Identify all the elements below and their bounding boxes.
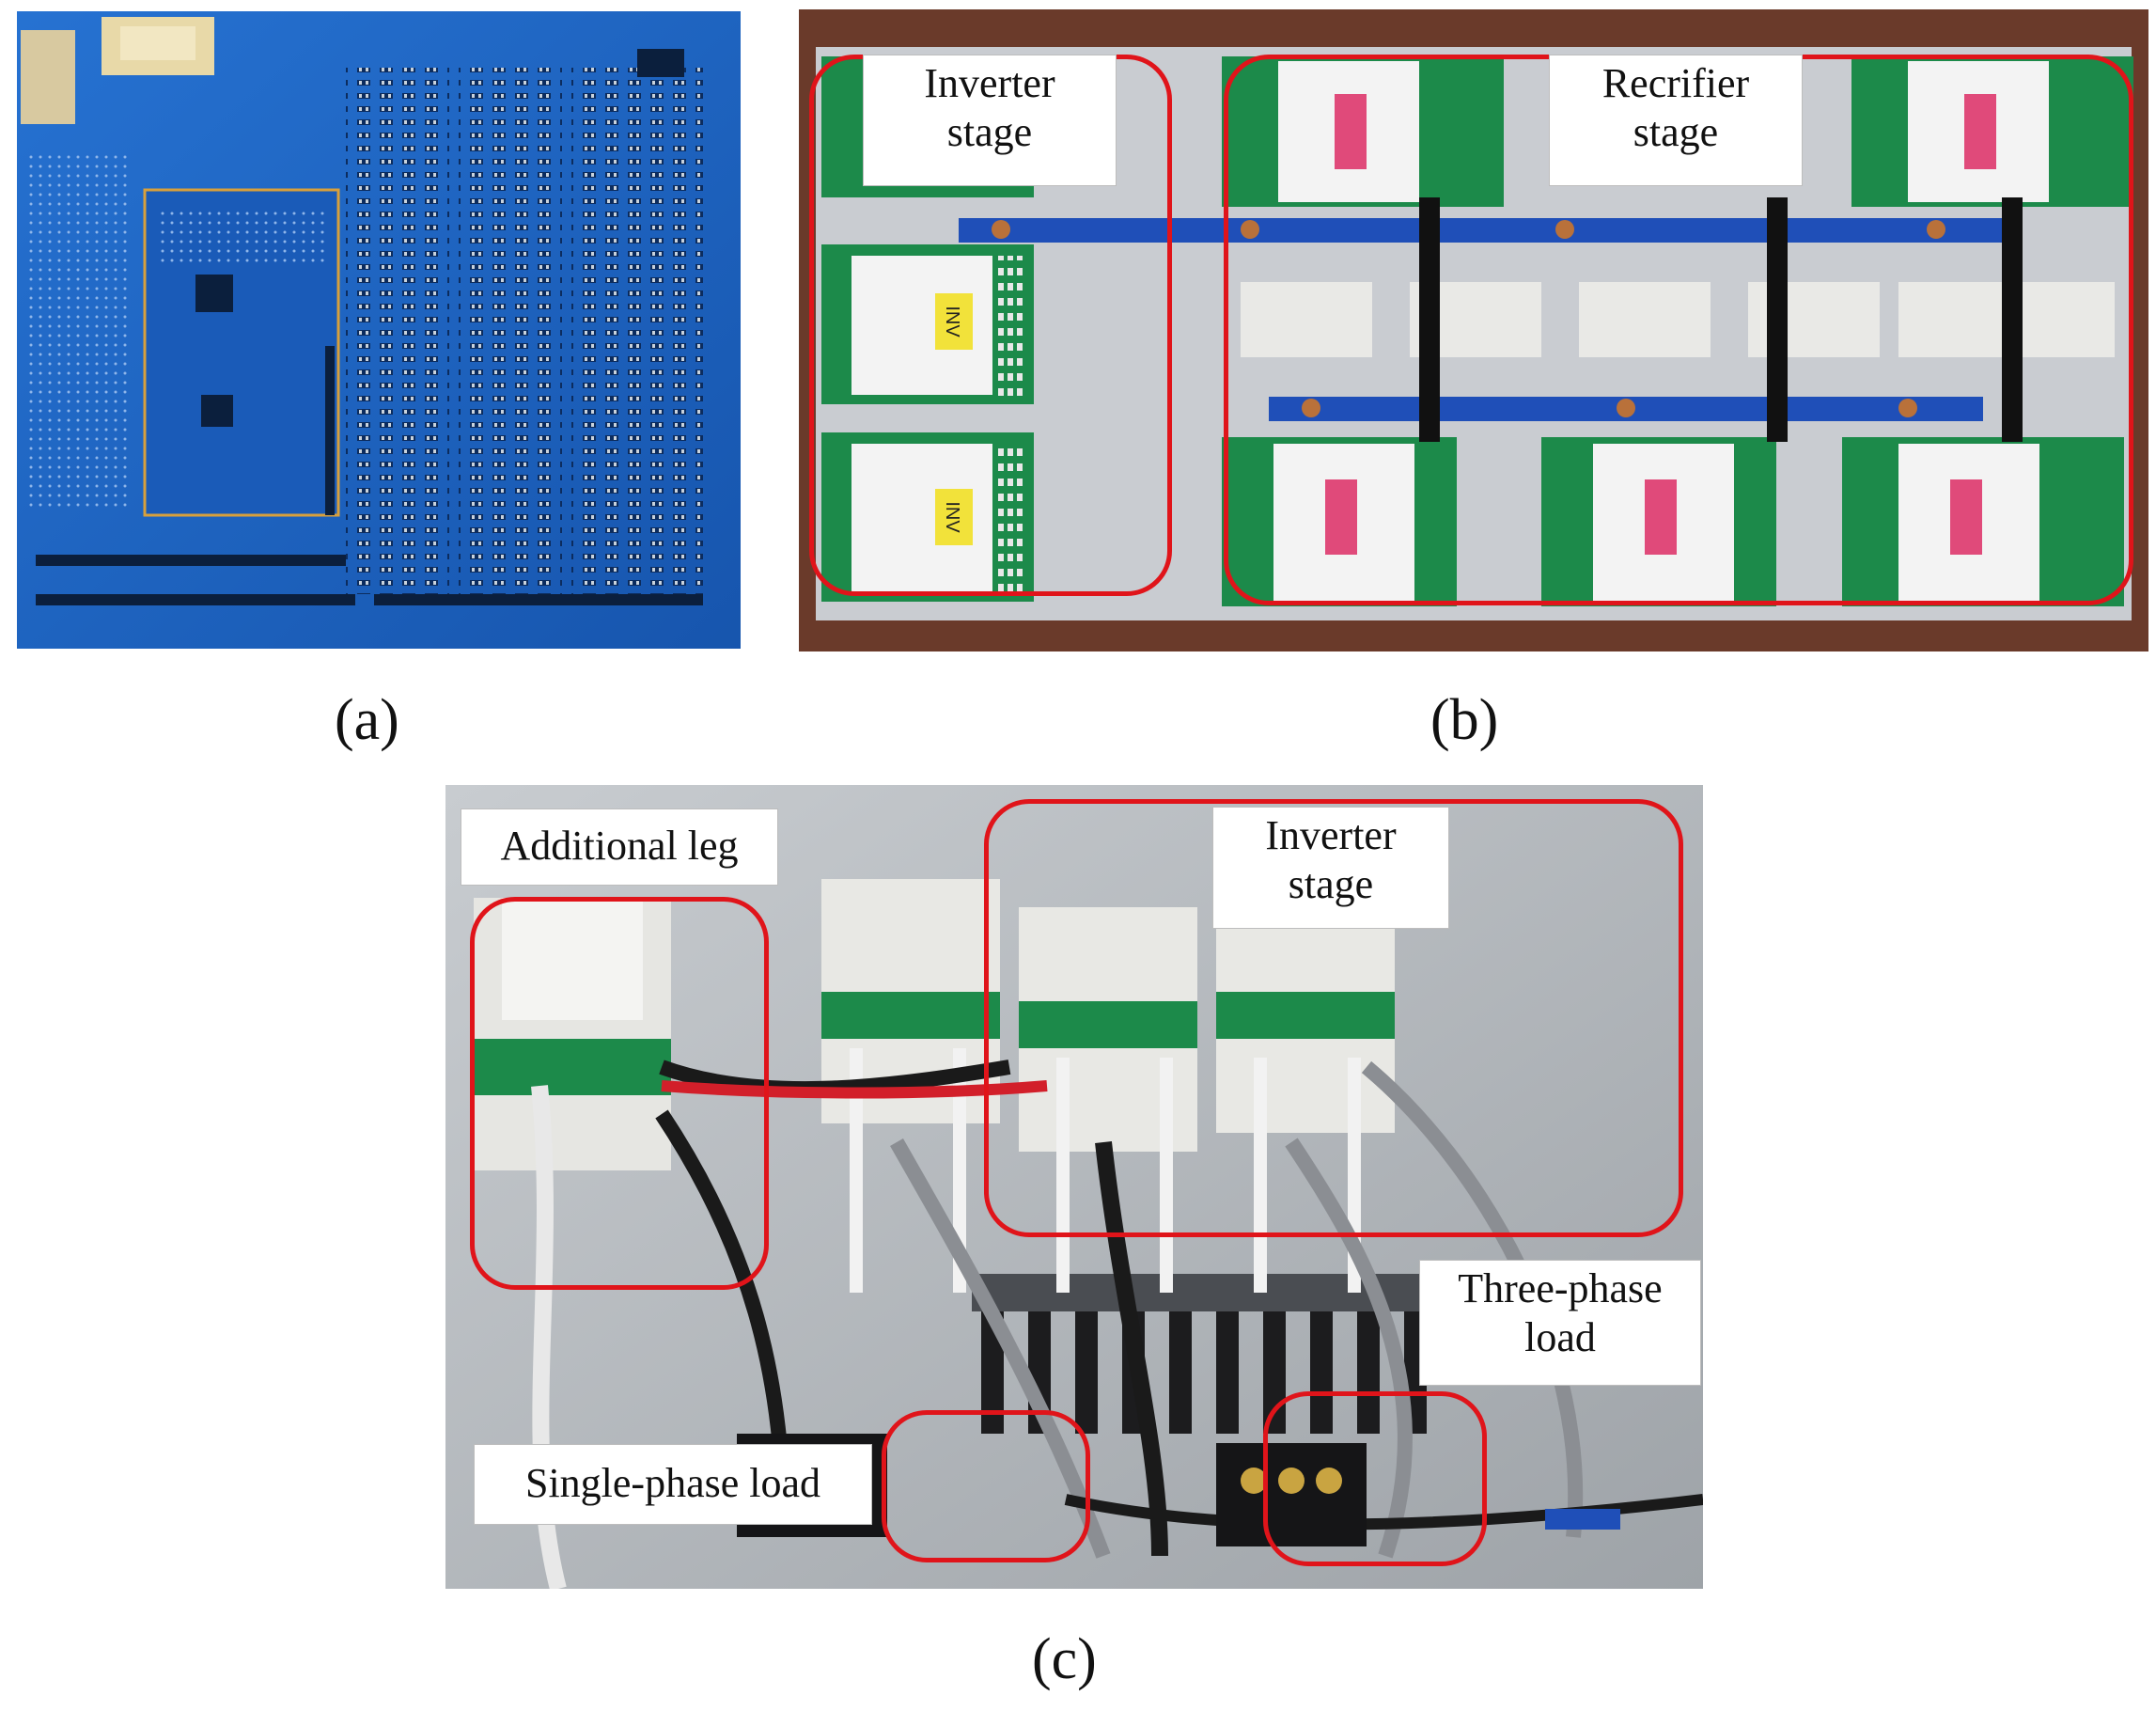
inverter-stage-frame-c [984, 799, 1683, 1237]
caption-c: (c) [1032, 1627, 1097, 1691]
single-phase-load-frame [882, 1410, 1090, 1562]
control-board-photo [17, 11, 741, 649]
label-line: stage [1633, 108, 1719, 155]
control-board-image [17, 11, 741, 649]
caption-b: (b) [1430, 688, 1499, 752]
label-line: Additional leg [500, 823, 739, 869]
additional-leg-frame [470, 897, 769, 1290]
additional-leg-label: Additional leg [461, 808, 778, 886]
inverter-stage-label-b: Inverter stage [863, 55, 1117, 186]
module-marking: INV [942, 501, 962, 533]
module-marking: INV [942, 306, 962, 337]
single-phase-load-label: Single-phase load [474, 1444, 872, 1525]
rectifier-stage-label: Recrifier stage [1549, 55, 1803, 186]
label-line: Recrifier [1601, 60, 1750, 106]
label-line: stage [946, 108, 1033, 155]
three-phase-load-label: Three-phase load [1419, 1260, 1701, 1386]
three-phase-load-frame [1263, 1391, 1487, 1566]
caption-a: (a) [335, 688, 399, 752]
label-line: stage [1288, 860, 1374, 907]
label-line: Three-phase [1458, 1265, 1663, 1311]
busbar-top [959, 218, 2002, 243]
label-line: load [1524, 1313, 1596, 1360]
label-line: Inverter [1265, 812, 1397, 858]
label-line: Inverter [924, 60, 1055, 106]
inverter-stage-label-c: Inverter stage [1212, 807, 1449, 929]
label-line: Single-phase load [524, 1460, 821, 1506]
